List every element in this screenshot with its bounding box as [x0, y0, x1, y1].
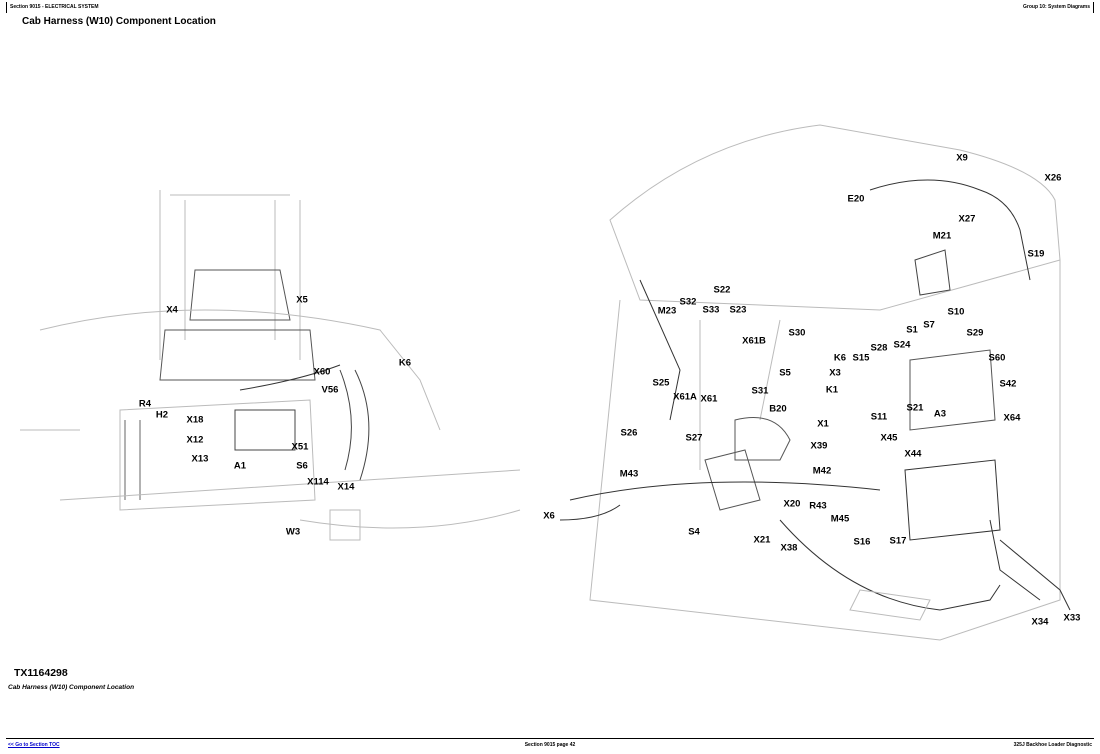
callout-label: X114	[307, 476, 329, 488]
callout-label: X27	[958, 213, 976, 225]
callout-label: E20	[847, 193, 865, 205]
callout-label: X1	[817, 418, 829, 430]
callout-label: S26	[620, 427, 638, 439]
callout-label: X12	[186, 434, 204, 446]
callout-label: K6	[833, 352, 847, 364]
callout-label: S31	[751, 385, 769, 397]
callout-label: X44	[904, 448, 922, 460]
header-rule-right	[1093, 2, 1094, 13]
callout-label: X13	[191, 453, 209, 465]
callout-label: S60	[988, 352, 1006, 364]
callout-label: X61B	[742, 335, 766, 347]
callout-label: X39	[810, 440, 828, 452]
callout-label: M43	[619, 468, 639, 480]
callout-label: S29	[966, 327, 984, 339]
callout-label: H2	[155, 409, 169, 421]
callout-label: S16	[853, 536, 871, 548]
callout-label: S7	[923, 319, 935, 331]
callout-label: S6	[296, 460, 308, 472]
callout-label: A1	[233, 460, 247, 472]
figure-id: TX1164298	[14, 667, 68, 679]
callout-label: X51	[291, 441, 309, 453]
callout-label: R43	[809, 500, 827, 512]
callout-label: R4	[138, 398, 152, 410]
callout-label: X20	[783, 498, 801, 510]
callout-label: S24	[893, 339, 911, 351]
callout-label: S28	[870, 342, 888, 354]
right-figure-drawing	[559, 124, 1071, 641]
callout-label: S19	[1027, 248, 1045, 260]
callout-label: X38	[780, 542, 798, 554]
callout-label: S33	[702, 304, 720, 316]
callout-label: S25	[652, 377, 670, 389]
left-figure-drawing	[20, 190, 521, 541]
manual-title: 325J Backhoe Loader Diagnostic	[1013, 742, 1092, 748]
callout-label: M23	[657, 305, 677, 317]
footer-rule	[6, 738, 1094, 739]
callout-label: X21	[753, 534, 771, 546]
callout-label: X3	[829, 367, 841, 379]
callout-label: X34	[1031, 616, 1049, 628]
header-section: Section 9015 - ELECTRICAL SYSTEM	[10, 4, 99, 10]
callout-label: S10	[947, 306, 965, 318]
callout-label: S21	[906, 402, 924, 414]
callout-label: W3	[285, 526, 301, 538]
callout-label: S1	[906, 324, 918, 336]
section-toc-link[interactable]: << Go to Section TOC	[8, 742, 60, 748]
callout-label: X4	[166, 304, 178, 316]
header-group: Group 10: System Diagrams	[1023, 4, 1090, 10]
callout-label: X45	[880, 432, 898, 444]
callout-label: X64	[1003, 412, 1021, 424]
page-number: Section 9015 page 42	[524, 742, 576, 748]
callout-label: S11	[870, 411, 888, 423]
callout-label: M21	[932, 230, 952, 242]
figure-caption: Cab Harness (W10) Component Location	[8, 684, 135, 691]
callout-label: S5	[779, 367, 791, 379]
callout-label: S4	[688, 526, 700, 538]
callout-label: X18	[186, 414, 204, 426]
callout-label: S27	[685, 432, 703, 444]
callout-label: X60	[313, 366, 331, 378]
callout-label: K6	[398, 357, 412, 369]
callout-label: B20	[769, 403, 787, 415]
callout-label: M42	[812, 465, 832, 477]
callout-label: X14	[337, 481, 355, 493]
callout-label: M45	[830, 513, 850, 525]
callout-label: V56	[321, 384, 339, 396]
callout-label: S30	[788, 327, 806, 339]
callout-label: X61A	[673, 391, 697, 403]
callout-label: A3	[933, 408, 947, 420]
callout-label: S17	[889, 535, 907, 547]
callout-label: X61	[700, 393, 718, 405]
callout-label: X26	[1044, 172, 1062, 184]
callout-label: S42	[999, 378, 1017, 390]
callout-label: K1	[825, 384, 839, 396]
callout-label: X33	[1063, 612, 1081, 624]
callout-label: X5	[296, 294, 308, 306]
callout-label: X6	[543, 510, 555, 522]
header-rule-left	[6, 2, 7, 13]
callout-label: S32	[679, 296, 697, 308]
callout-label: X9	[956, 152, 968, 164]
callout-label: S23	[729, 304, 747, 316]
callout-label: S15	[852, 352, 870, 364]
callout-label: S22	[713, 284, 731, 296]
page-title: Cab Harness (W10) Component Location	[22, 16, 216, 27]
